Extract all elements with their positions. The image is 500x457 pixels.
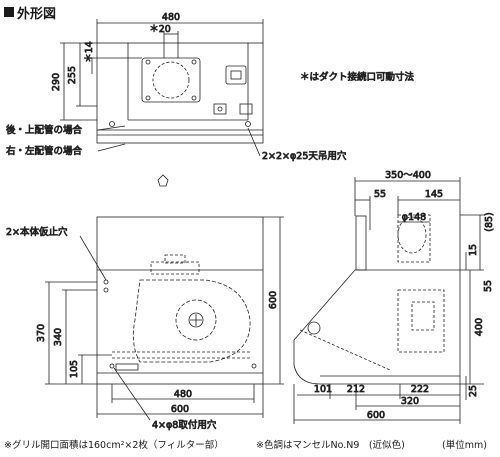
pipe-bracket	[239, 103, 253, 115]
dim-480-bottom: 480	[174, 389, 192, 400]
dim-400: 400	[474, 318, 485, 336]
side-view-body	[293, 269, 461, 385]
duct-opening	[152, 61, 190, 99]
duct-flange	[141, 57, 201, 103]
dim-600-right: 600	[268, 291, 279, 309]
cord-clip	[157, 174, 169, 187]
side-motor-inner	[411, 301, 435, 331]
mount-hole	[251, 363, 257, 369]
duct-screw	[191, 95, 197, 101]
footer-color-note: ※色調はマンセルNo.N9 (近似色)	[256, 440, 405, 451]
side-bolt	[307, 321, 321, 335]
dim-290: 290	[51, 73, 62, 91]
dim-105: 105	[69, 360, 80, 378]
grille-tab	[115, 363, 139, 371]
duct-screw	[145, 95, 151, 101]
dim-370: 370	[36, 324, 47, 342]
dim-255: 255	[67, 66, 78, 84]
dim-101: 101	[314, 384, 332, 395]
dim-320: 320	[401, 396, 419, 407]
hang-hole	[109, 121, 115, 127]
mount-hole	[109, 363, 115, 369]
label-temp-stop-holes: 2×本体仮止穴	[6, 226, 68, 238]
fan-hub	[188, 312, 204, 328]
fan-scroll	[132, 279, 251, 363]
label-rear-top-piping: 後・上配管の場合	[6, 124, 83, 136]
temp-stop-hole	[103, 287, 109, 293]
dim-350-400: 350〜400	[385, 170, 431, 181]
side-view	[293, 177, 484, 424]
label-right-left-piping: 右・左配管の場合	[6, 145, 83, 157]
dim-14: ＊14	[84, 41, 95, 63]
dim-600-side: 600	[367, 410, 385, 421]
dim-212: 212	[347, 384, 365, 395]
hang-hole	[245, 121, 251, 127]
power-box-inner	[230, 70, 242, 80]
page-title: 外形図	[4, 3, 57, 22]
front-view-body	[96, 216, 264, 385]
motor-housing-top	[150, 261, 200, 275]
dim-25: 25	[468, 385, 479, 397]
duct-note: ＊はダクト接続口可動寸法	[300, 71, 414, 83]
power-box	[225, 65, 247, 85]
footer-grille-note: ※グリル開口面積は160cm²×2枚（フィルター部）	[4, 440, 224, 451]
dim-55-side: 55	[483, 280, 494, 292]
pipe-bracket	[213, 103, 227, 115]
label-hang-holes: 2×2×φ25天吊用穴	[262, 150, 347, 162]
dim-20: ＊20	[149, 24, 171, 35]
pipe-bracket-hole	[217, 106, 223, 112]
temp-stop-hole	[103, 279, 109, 285]
side-motor	[397, 289, 445, 353]
dim-340: 340	[53, 328, 64, 346]
dim-600-bottom: 600	[171, 404, 189, 415]
footer-unit-note: (単位mm)	[442, 440, 487, 451]
title-square-icon	[4, 7, 14, 17]
top-view	[60, 19, 264, 187]
dim-480-top: 480	[162, 12, 180, 23]
dim-222: 222	[411, 384, 429, 395]
dim-85: (85)	[484, 212, 495, 232]
duct-screw	[145, 59, 151, 65]
side-duct-ellipse	[397, 216, 427, 254]
dim-15: 15	[468, 244, 479, 256]
dim-148: φ148	[402, 212, 426, 223]
label-mount-holes: 4×φ8取付用穴	[152, 419, 217, 431]
dim-145: 145	[425, 189, 443, 200]
duct-screw	[191, 59, 197, 65]
front-view	[45, 216, 284, 421]
title-text: 外形図	[17, 6, 57, 22]
side-duct-dashed	[397, 214, 431, 263]
duct-collar	[164, 254, 186, 264]
fan-wheel	[175, 299, 217, 341]
dim-55-top: 55	[374, 189, 386, 200]
side-duct	[355, 215, 367, 271]
top-view-body	[96, 42, 264, 144]
